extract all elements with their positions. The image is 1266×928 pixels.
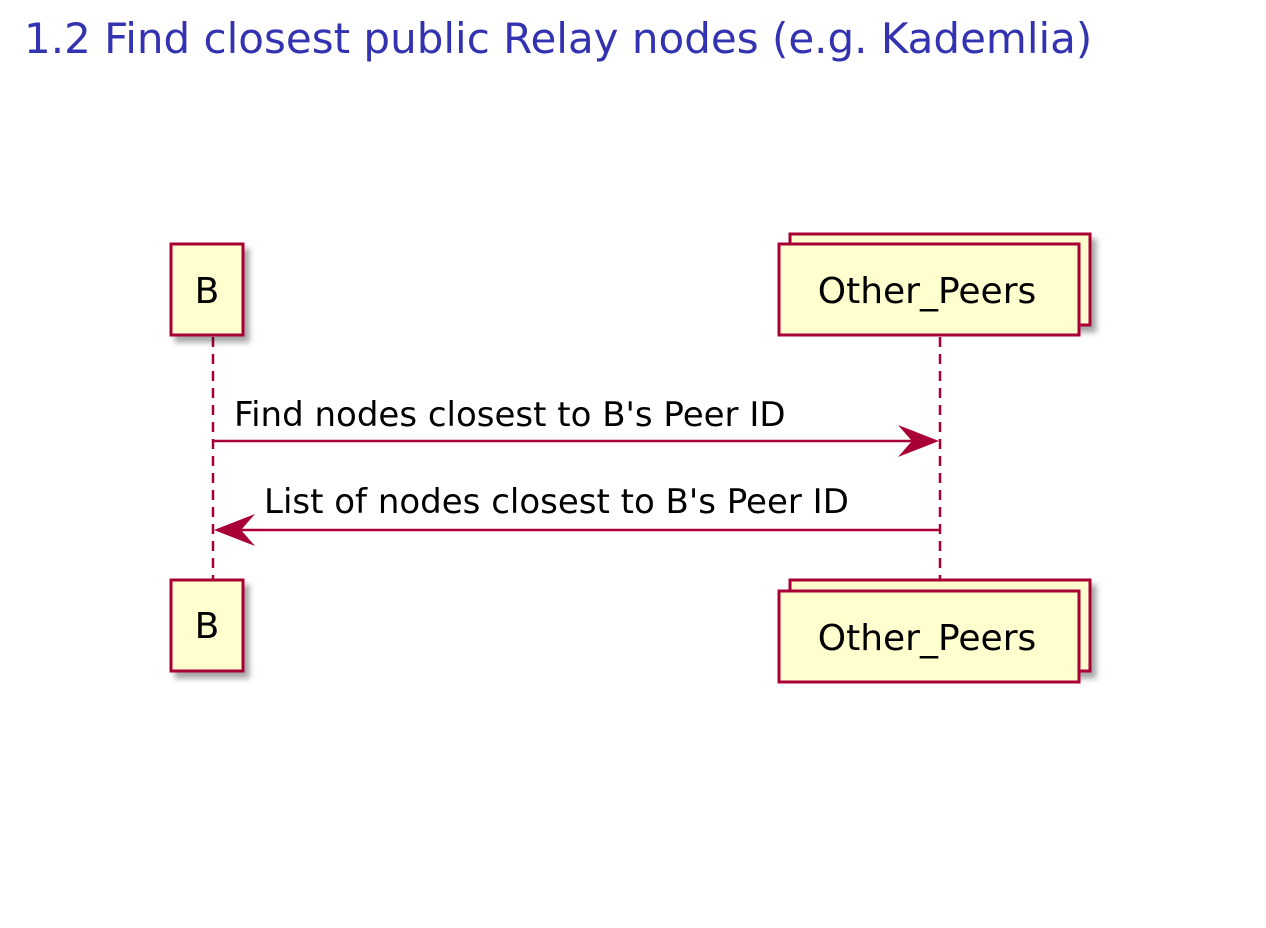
participant-other-peers-head-label: Other_Peers (818, 271, 1037, 312)
message-list-nodes: List of nodes closest to B's Peer ID (214, 482, 940, 546)
message-list-nodes-label: List of nodes closest to B's Peer ID (264, 482, 849, 522)
slide-title: 1.2 Find closest public Relay nodes (e.g… (24, 14, 1093, 63)
participant-b-foot-label: B (195, 606, 220, 647)
arrowhead-left-icon (214, 514, 255, 546)
participant-b-foot: B (169, 578, 245, 673)
message-find-nodes: Find nodes closest to B's Peer ID (213, 395, 939, 457)
participant-other-peers-foot-label: Other_Peers (818, 618, 1037, 659)
arrowhead-right-icon (898, 425, 939, 457)
participant-b-head-label: B (195, 271, 220, 312)
participant-b-head: B (169, 242, 245, 337)
participant-other-peers-head: Other_Peers (777, 232, 1092, 337)
participant-other-peers-foot: Other_Peers (777, 578, 1092, 684)
message-find-nodes-label: Find nodes closest to B's Peer ID (234, 395, 786, 435)
